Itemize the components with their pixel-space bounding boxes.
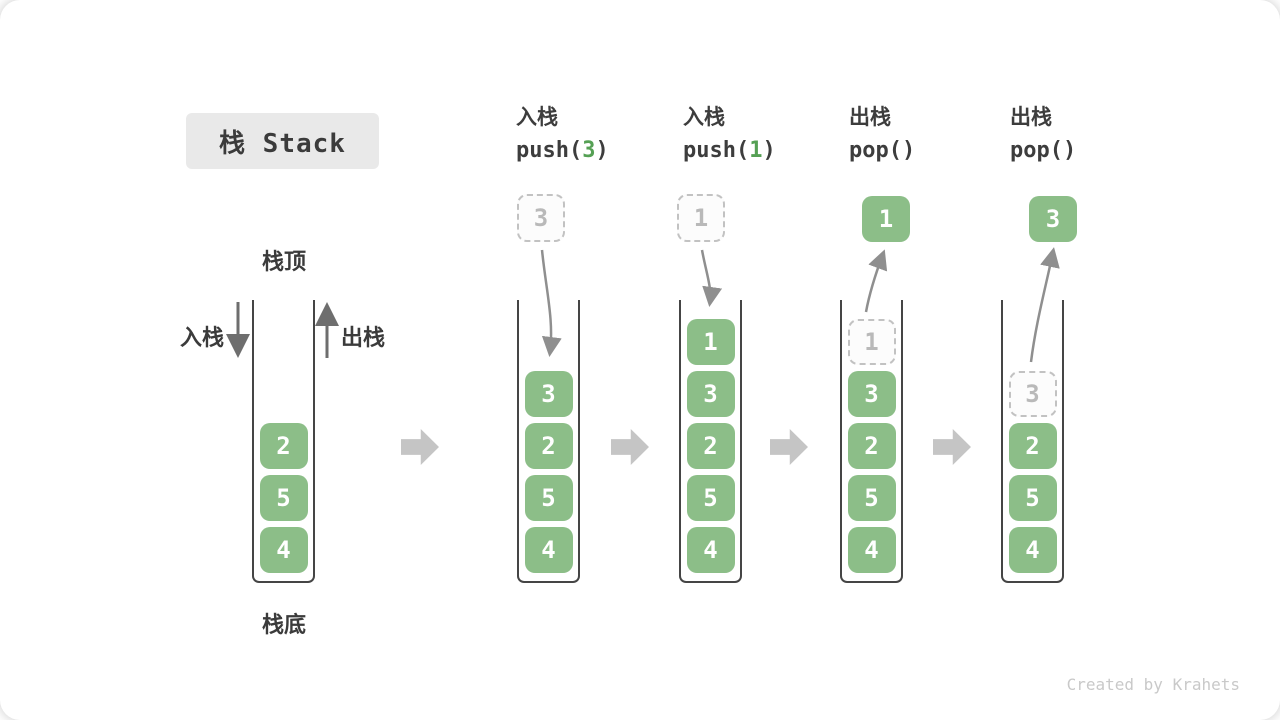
op-code: pop() — [1010, 138, 1180, 164]
stack-cell: 2 — [686, 423, 735, 469]
op-code: push(1) — [683, 138, 853, 164]
step-arrow-icon — [401, 429, 439, 465]
watermark: Created by Krahets — [1066, 675, 1240, 694]
stack-cell-ghost: 1 — [847, 319, 896, 365]
stack-cell: 4 — [524, 527, 573, 573]
code-arg: 1 — [749, 138, 763, 164]
op-label-zh: 出栈 — [849, 105, 891, 129]
stack-cell: 4 — [847, 527, 896, 573]
code-fn: pop( — [849, 138, 902, 164]
popped-value-box: 1 — [862, 196, 910, 242]
op-label-zh: 入栈 — [683, 105, 725, 129]
stack-container-push-1: 1 3 2 5 4 — [679, 300, 742, 583]
op-label-zh: 入栈 — [516, 105, 558, 129]
step-arrow-icon — [611, 429, 649, 465]
op-code: push(3) — [516, 138, 686, 164]
stack-cell: 4 — [1008, 527, 1057, 573]
op-code: pop() — [849, 138, 1019, 164]
stack-cell: 2 — [259, 423, 308, 469]
stack-cell: 5 — [524, 475, 573, 521]
stack-cell: 5 — [1008, 475, 1057, 521]
incoming-value-box: 1 — [677, 194, 725, 242]
code-close: ) — [1062, 138, 1077, 164]
incoming-value-box: 3 — [517, 194, 565, 242]
step-arrow-icon — [933, 429, 971, 465]
stack-cell: 2 — [524, 423, 573, 469]
stack-cell: 3 — [524, 371, 573, 417]
push-side-label: 入栈 — [179, 326, 224, 351]
stack-cell: 5 — [686, 475, 735, 521]
op-header-push-1: 入栈 push(1) — [683, 104, 853, 165]
stack-cell: 3 — [847, 371, 896, 417]
stack-container-pop-3: 3 2 5 4 — [1001, 300, 1064, 583]
stack-container-push-3: 3 2 5 4 — [517, 300, 580, 583]
op-label-zh: 出栈 — [1010, 105, 1052, 129]
op-header-pop-3: 出栈 pop() — [1010, 104, 1180, 165]
code-close: ) — [901, 138, 916, 164]
code-fn: pop( — [1010, 138, 1063, 164]
page-title: 栈 Stack — [219, 128, 346, 159]
stack-cell: 5 — [847, 475, 896, 521]
code-fn: push( — [683, 138, 750, 164]
stack-top-label: 栈顶 — [261, 250, 306, 275]
code-arg: 3 — [582, 138, 596, 164]
stack-container-initial: 2 5 4 — [252, 300, 315, 583]
title-badge: 栈 Stack — [186, 113, 379, 169]
stack-cell: 2 — [1008, 423, 1057, 469]
stack-bottom-label: 栈底 — [261, 613, 306, 638]
popped-value-box: 3 — [1029, 196, 1077, 242]
stack-cell: 4 — [259, 527, 308, 573]
stack-cell-ghost: 3 — [1008, 371, 1057, 417]
stack-cell: 5 — [259, 475, 308, 521]
stack-container-pop-1: 1 3 2 5 4 — [840, 300, 903, 583]
stack-cell: 1 — [686, 319, 735, 365]
stack-cell: 2 — [847, 423, 896, 469]
step-arrow-icon — [770, 429, 808, 465]
push-1-arrow — [700, 249, 723, 307]
op-header-push-3: 入栈 push(3) — [516, 104, 686, 165]
code-close: ) — [595, 138, 609, 164]
pop-side-label: 出栈 — [341, 326, 386, 351]
op-header-pop-1: 出栈 pop() — [849, 104, 1019, 165]
code-fn: push( — [516, 138, 583, 164]
code-close: ) — [762, 138, 776, 164]
stack-cell: 4 — [686, 527, 735, 573]
stack-cell: 3 — [686, 371, 735, 417]
